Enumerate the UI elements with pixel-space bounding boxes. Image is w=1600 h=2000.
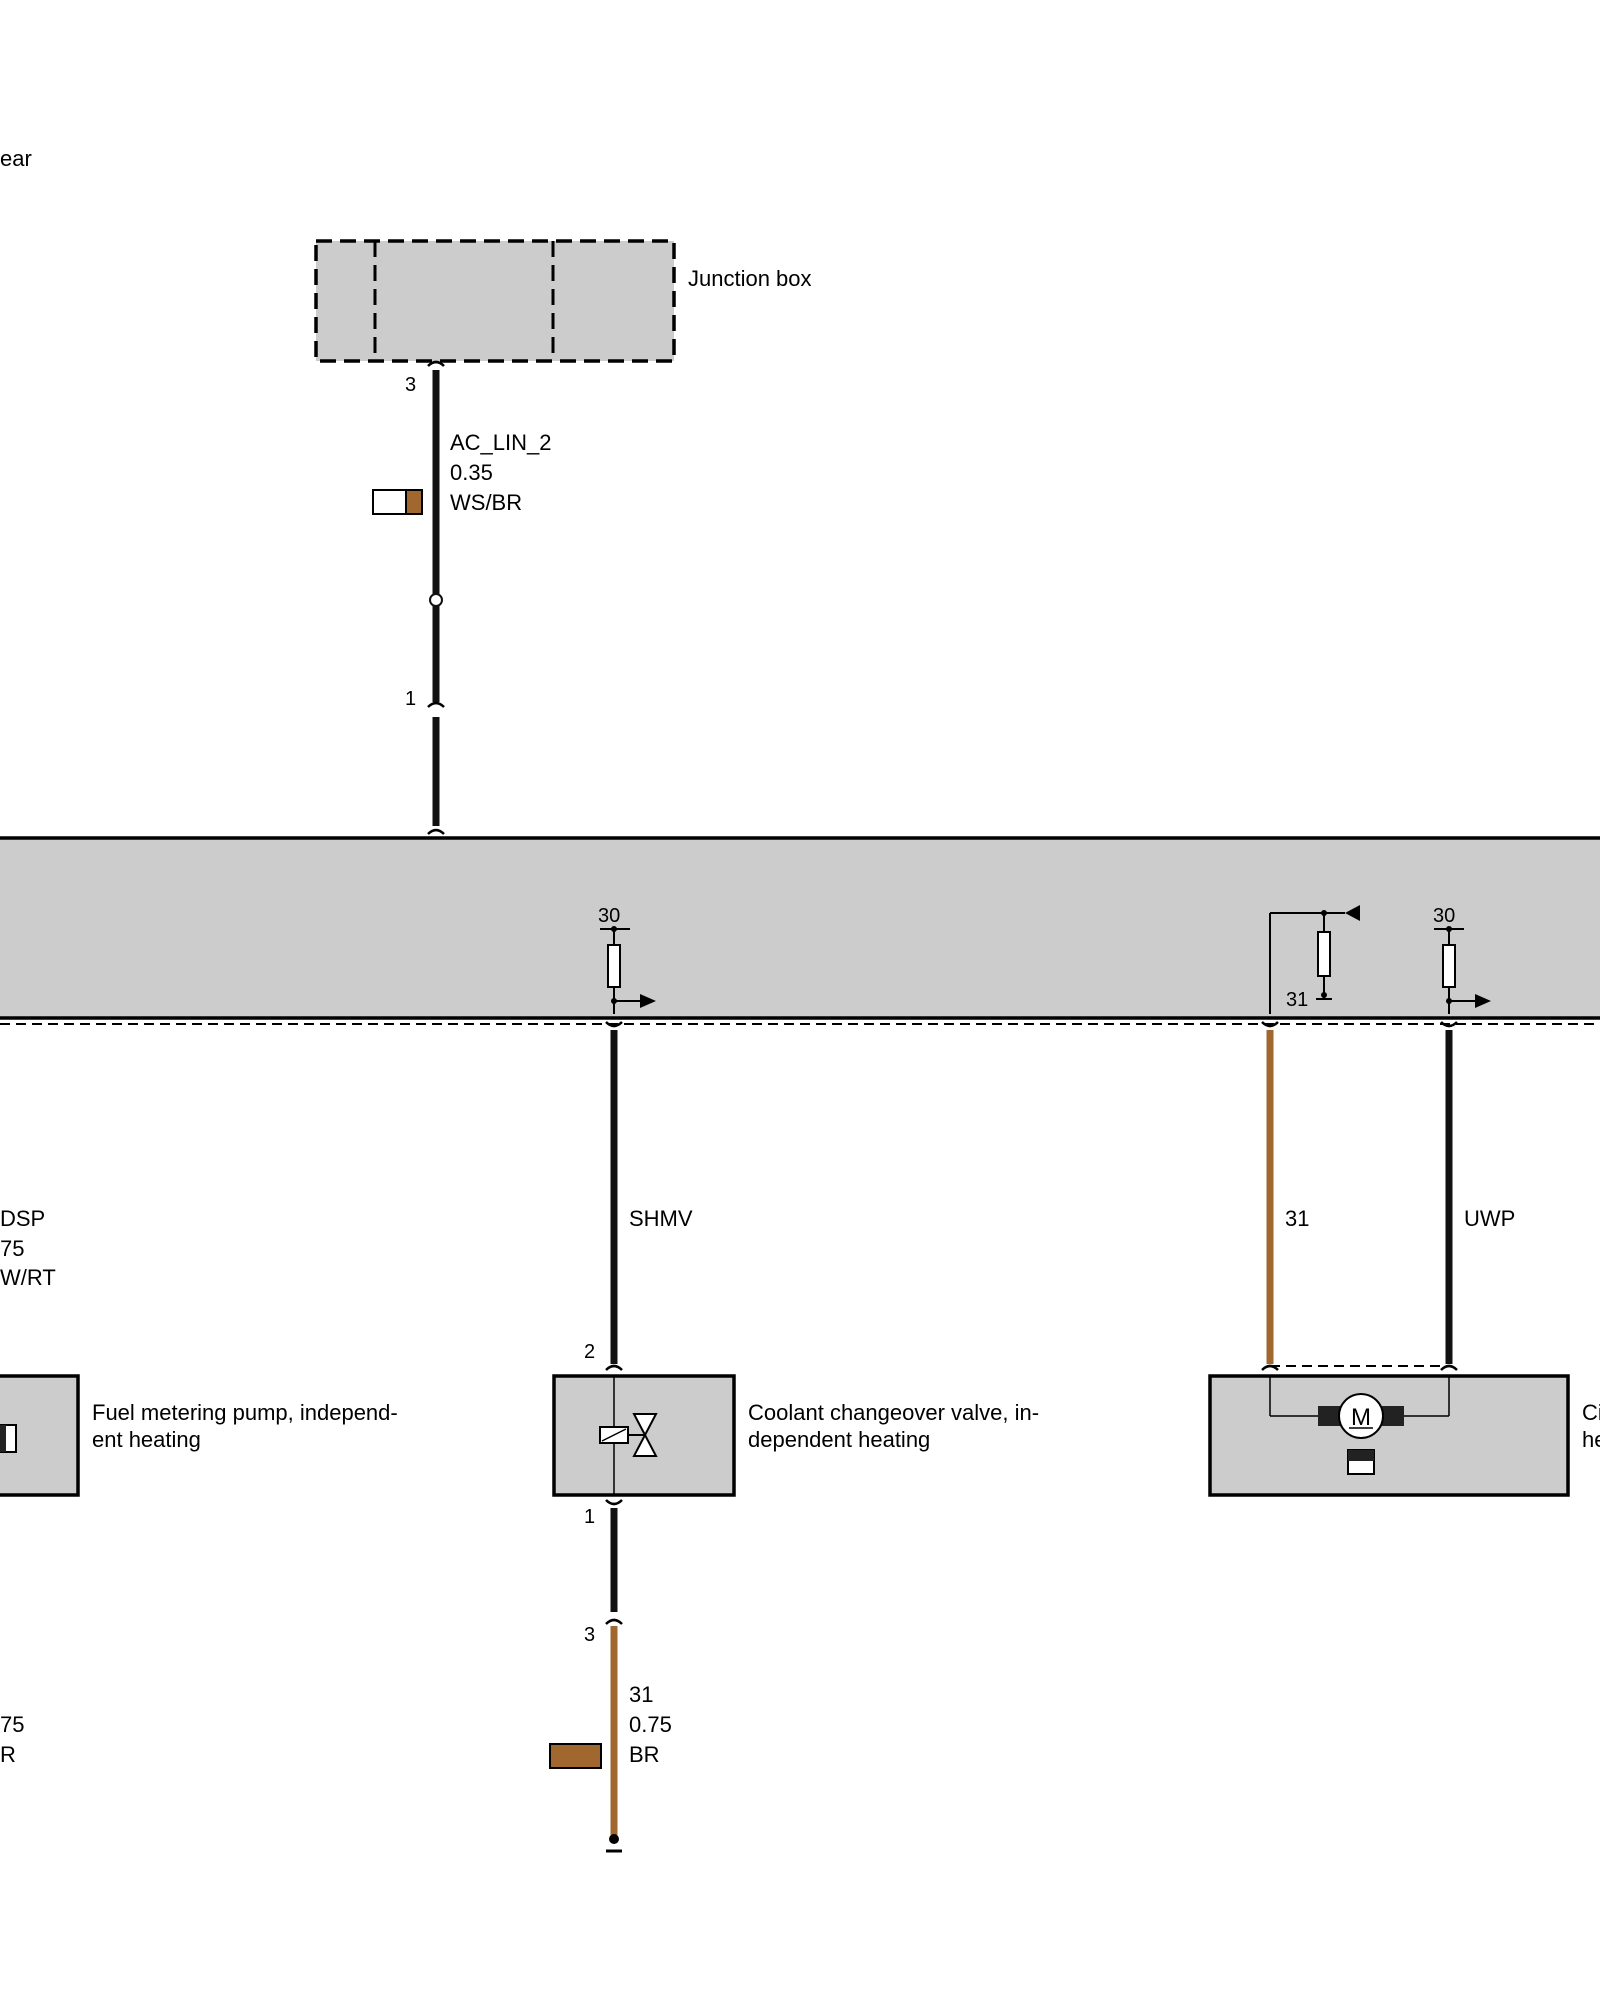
ground-connector-pin: 3: [584, 1624, 595, 1646]
ac-lin-signal: AC_LIN_2: [450, 430, 552, 455]
valve-ground-color-code: BR: [629, 1742, 660, 1767]
fuel-pump: [0, 1374, 80, 1497]
coolant-valve-label-1: Coolant changeover valve, in-: [748, 1400, 1039, 1425]
uwp-signal: UWP: [1464, 1206, 1515, 1231]
valve-output-supply: 30: [598, 905, 620, 927]
control-unit-ground-pin: 31: [1286, 989, 1308, 1011]
pump-ground-circuit: [1269, 905, 1360, 1014]
coolant-valve-label-2: dependent heating: [748, 1427, 930, 1452]
solenoid-valve-icon: [599, 1413, 658, 1457]
junction-box-pin: 3: [405, 374, 416, 396]
junction-box: [314, 239, 676, 363]
header-partial-text: ear: [0, 146, 32, 171]
ac-lin-color-swatch: [372, 489, 423, 515]
ac-lin-color-code: WS/BR: [450, 490, 522, 515]
pump-output-driver: [1434, 926, 1491, 1014]
circulation-pump-label-2: he: [1582, 1427, 1600, 1452]
uwp-wire: [1440, 1021, 1458, 1371]
control-unit: [0, 836, 1600, 1025]
pump-ground-signal: 31: [1285, 1206, 1309, 1231]
junction-box-label: Junction box: [688, 266, 812, 291]
coolant-valve-pin-bottom: 1: [584, 1506, 595, 1528]
valve-ground-color-swatch: [549, 1743, 602, 1769]
valve-ground-gauge: 0.75: [629, 1712, 672, 1737]
fuel-pump-label-2: ent heating: [92, 1427, 201, 1452]
pump-ground-wire: [1261, 1021, 1279, 1371]
ac-lin-gauge: 0.35: [450, 460, 493, 485]
circulation-pump: [1208, 1374, 1570, 1497]
pump-output-supply: 30: [1433, 905, 1455, 927]
connector-pin: 1: [405, 688, 416, 710]
coolant-valve-pin-top: 2: [584, 1341, 595, 1363]
shmv-signal: SHMV: [629, 1206, 693, 1231]
fuel-pump-label-1: Fuel metering pump, independ-: [92, 1400, 398, 1425]
valve-output-driver: [600, 926, 656, 1014]
valve-ground-wire: [605, 1499, 623, 1853]
ac-lin-wire: [427, 360, 445, 835]
left-wire-signal: DSP: [0, 1206, 45, 1231]
shmv-wire: [605, 1021, 623, 1371]
left-ground-color: R: [0, 1742, 16, 1767]
left-wire-gauge: 75: [0, 1236, 24, 1261]
left-ground-gauge: 75: [0, 1712, 24, 1737]
circulation-pump-label-1: Ci: [1582, 1400, 1600, 1425]
motor-icon: M: [1318, 1393, 1404, 1475]
svg-text:M: M: [1351, 1404, 1371, 1431]
left-wire-color: W/RT: [0, 1265, 56, 1290]
valve-ground-signal: 31: [629, 1682, 653, 1707]
